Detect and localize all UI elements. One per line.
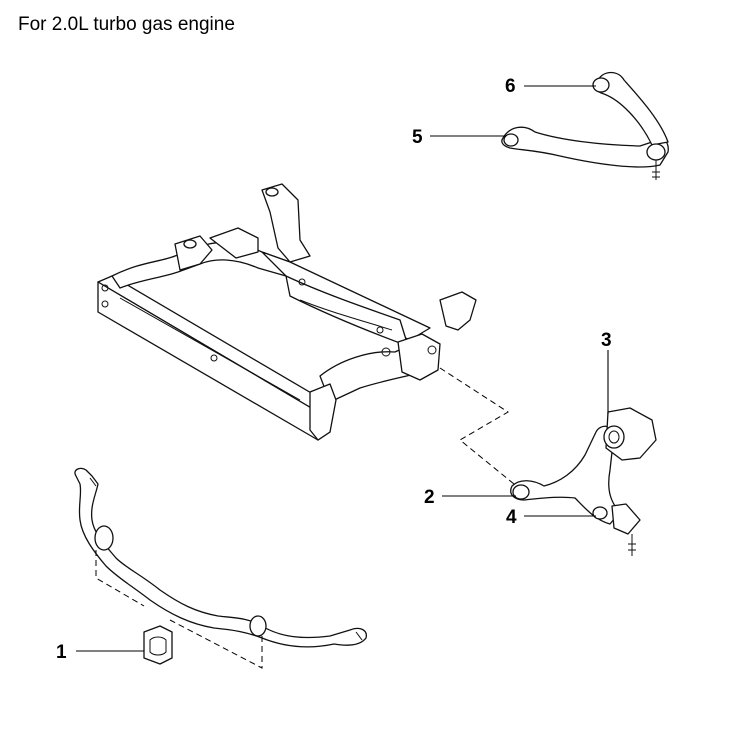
subframe-to-arm-dashed-line bbox=[439, 367, 515, 485]
lower-control-arm bbox=[510, 407, 657, 556]
callout-4: 4 bbox=[506, 507, 517, 528]
upper-control-arm bbox=[501, 71, 669, 180]
callout-3: 3 bbox=[601, 330, 612, 351]
bar-bushing-dashed-1 bbox=[95, 550, 145, 607]
bar-bushing-dashed-2 bbox=[169, 619, 263, 669]
callout-6: 6 bbox=[505, 76, 516, 97]
callout-5: 5 bbox=[412, 127, 423, 148]
callout-1: 1 bbox=[56, 642, 67, 663]
stabilizer-bar bbox=[74, 467, 367, 648]
diagram-caption: For 2.0L turbo gas engine bbox=[18, 14, 235, 35]
front-subframe bbox=[97, 183, 477, 441]
stabilizer-bushing bbox=[143, 625, 173, 665]
callout-2: 2 bbox=[424, 487, 435, 508]
